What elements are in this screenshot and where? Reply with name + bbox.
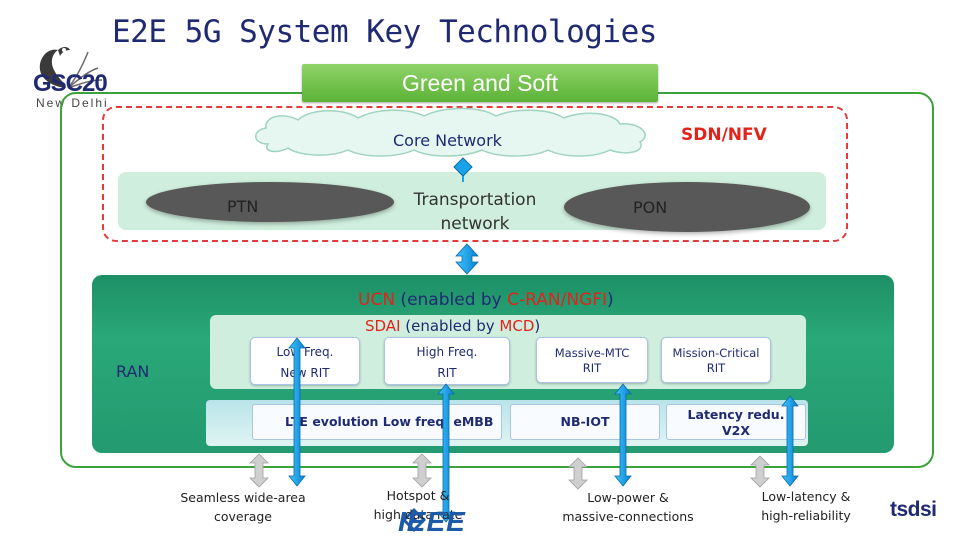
rit-line1: High Freq. xyxy=(416,345,478,359)
rit-line2: RIT xyxy=(437,366,457,380)
ieee-logo-text: IEEE xyxy=(398,506,466,537)
rit-line1: Mission-Critical xyxy=(672,346,760,360)
gray-arrow-3-icon xyxy=(568,457,588,490)
caption-line1: Low-latency & xyxy=(761,489,851,504)
blue-arrow-mission-critical-icon xyxy=(781,395,799,487)
blue-arrow-mmtc-icon xyxy=(614,383,632,487)
ptn-label: PTN xyxy=(227,197,259,216)
caption-line2: massive-connections xyxy=(562,509,694,524)
caption-line2: high-reliability xyxy=(761,508,851,523)
rit-box-mission-critical: Mission-Critical RIT xyxy=(661,337,771,383)
latency-v2x-box: Latency redu. V2X xyxy=(666,404,806,440)
rit-box-high-freq: High Freq. RIT xyxy=(384,337,510,385)
gray-arrow-4-icon xyxy=(750,455,770,488)
ptn-oval xyxy=(146,182,394,222)
rit-line2: RIT xyxy=(582,361,602,375)
blue-arrow-low-freq-icon xyxy=(288,337,306,487)
sdai-prefix: SDAI xyxy=(365,317,401,335)
rit-box-low-freq: Low Freq. New RIT xyxy=(250,337,360,385)
transport-ran-arrow-icon xyxy=(455,243,479,275)
gray-arrow-2-icon xyxy=(412,453,432,488)
caption-hotspot: Hotspot & high data rate xyxy=(358,486,478,524)
ran-label: RAN xyxy=(116,362,150,381)
pon-label: PON xyxy=(633,198,668,217)
sdai-middle: (enabled by xyxy=(400,317,500,335)
caption-line2: high data rate xyxy=(373,507,463,522)
caption-wide-area: Seamless wide-area coverage xyxy=(168,488,318,526)
sdai-highlight: MCD xyxy=(499,317,535,335)
pon-oval xyxy=(564,182,810,232)
caption-line2: coverage xyxy=(213,509,273,524)
sdai-suffix: ) xyxy=(534,317,541,335)
caption-low-latency: Low-latency & high-reliability xyxy=(744,487,868,525)
rit-line2: RIT xyxy=(706,361,726,375)
nb-iot-box: NB-IOT xyxy=(510,404,660,440)
rit-line1: Massive-MTC xyxy=(554,346,630,360)
sdn-nfv-label: SDN/NFV xyxy=(681,125,767,145)
latency-label: Latency redu. xyxy=(687,407,785,422)
rit-line2: New RIT xyxy=(280,366,330,380)
core-network-label: Core Network xyxy=(393,131,502,150)
blue-arrow-high-freq-icon xyxy=(437,383,455,523)
caption-line1: Low-power & xyxy=(587,490,669,505)
peacock-logo-icon xyxy=(39,47,103,89)
core-network-cloud-icon xyxy=(255,107,646,157)
sdai-label: SDAI (enabled by MCD) xyxy=(365,317,540,335)
caption-massive-connections: Low-power & massive-connections xyxy=(552,488,704,526)
sdn-nfv-boundary xyxy=(102,106,848,242)
gray-arrow-1-icon xyxy=(249,453,269,488)
caption-line1: Seamless wide-area xyxy=(180,490,306,505)
v2x-label: V2X xyxy=(721,423,750,438)
ucn-label: UCN (enabled by C-RAN/NGFI) xyxy=(358,290,614,310)
green-soft-banner: Green and Soft xyxy=(302,64,658,102)
page-title: E2E 5G System Key Technologies xyxy=(112,14,657,50)
tsdsi-logo-text: tsdsi xyxy=(890,498,937,521)
core-connector-diamond-icon xyxy=(453,157,473,177)
ucn-prefix: UCN xyxy=(358,290,396,310)
ucn-highlight: C-RAN/NGFI xyxy=(507,290,608,310)
caption-line1: Hotspot & xyxy=(386,488,450,503)
rit-line1: Low Freq. xyxy=(276,345,334,359)
ucn-suffix: ) xyxy=(607,290,614,310)
transportation-network-label: Transportation network xyxy=(413,190,537,234)
rit-box-massive-mtc: Massive-MTC RIT xyxy=(536,337,648,383)
ieee-diamond-icon xyxy=(402,508,426,532)
ucn-middle: (enabled by xyxy=(395,290,508,310)
